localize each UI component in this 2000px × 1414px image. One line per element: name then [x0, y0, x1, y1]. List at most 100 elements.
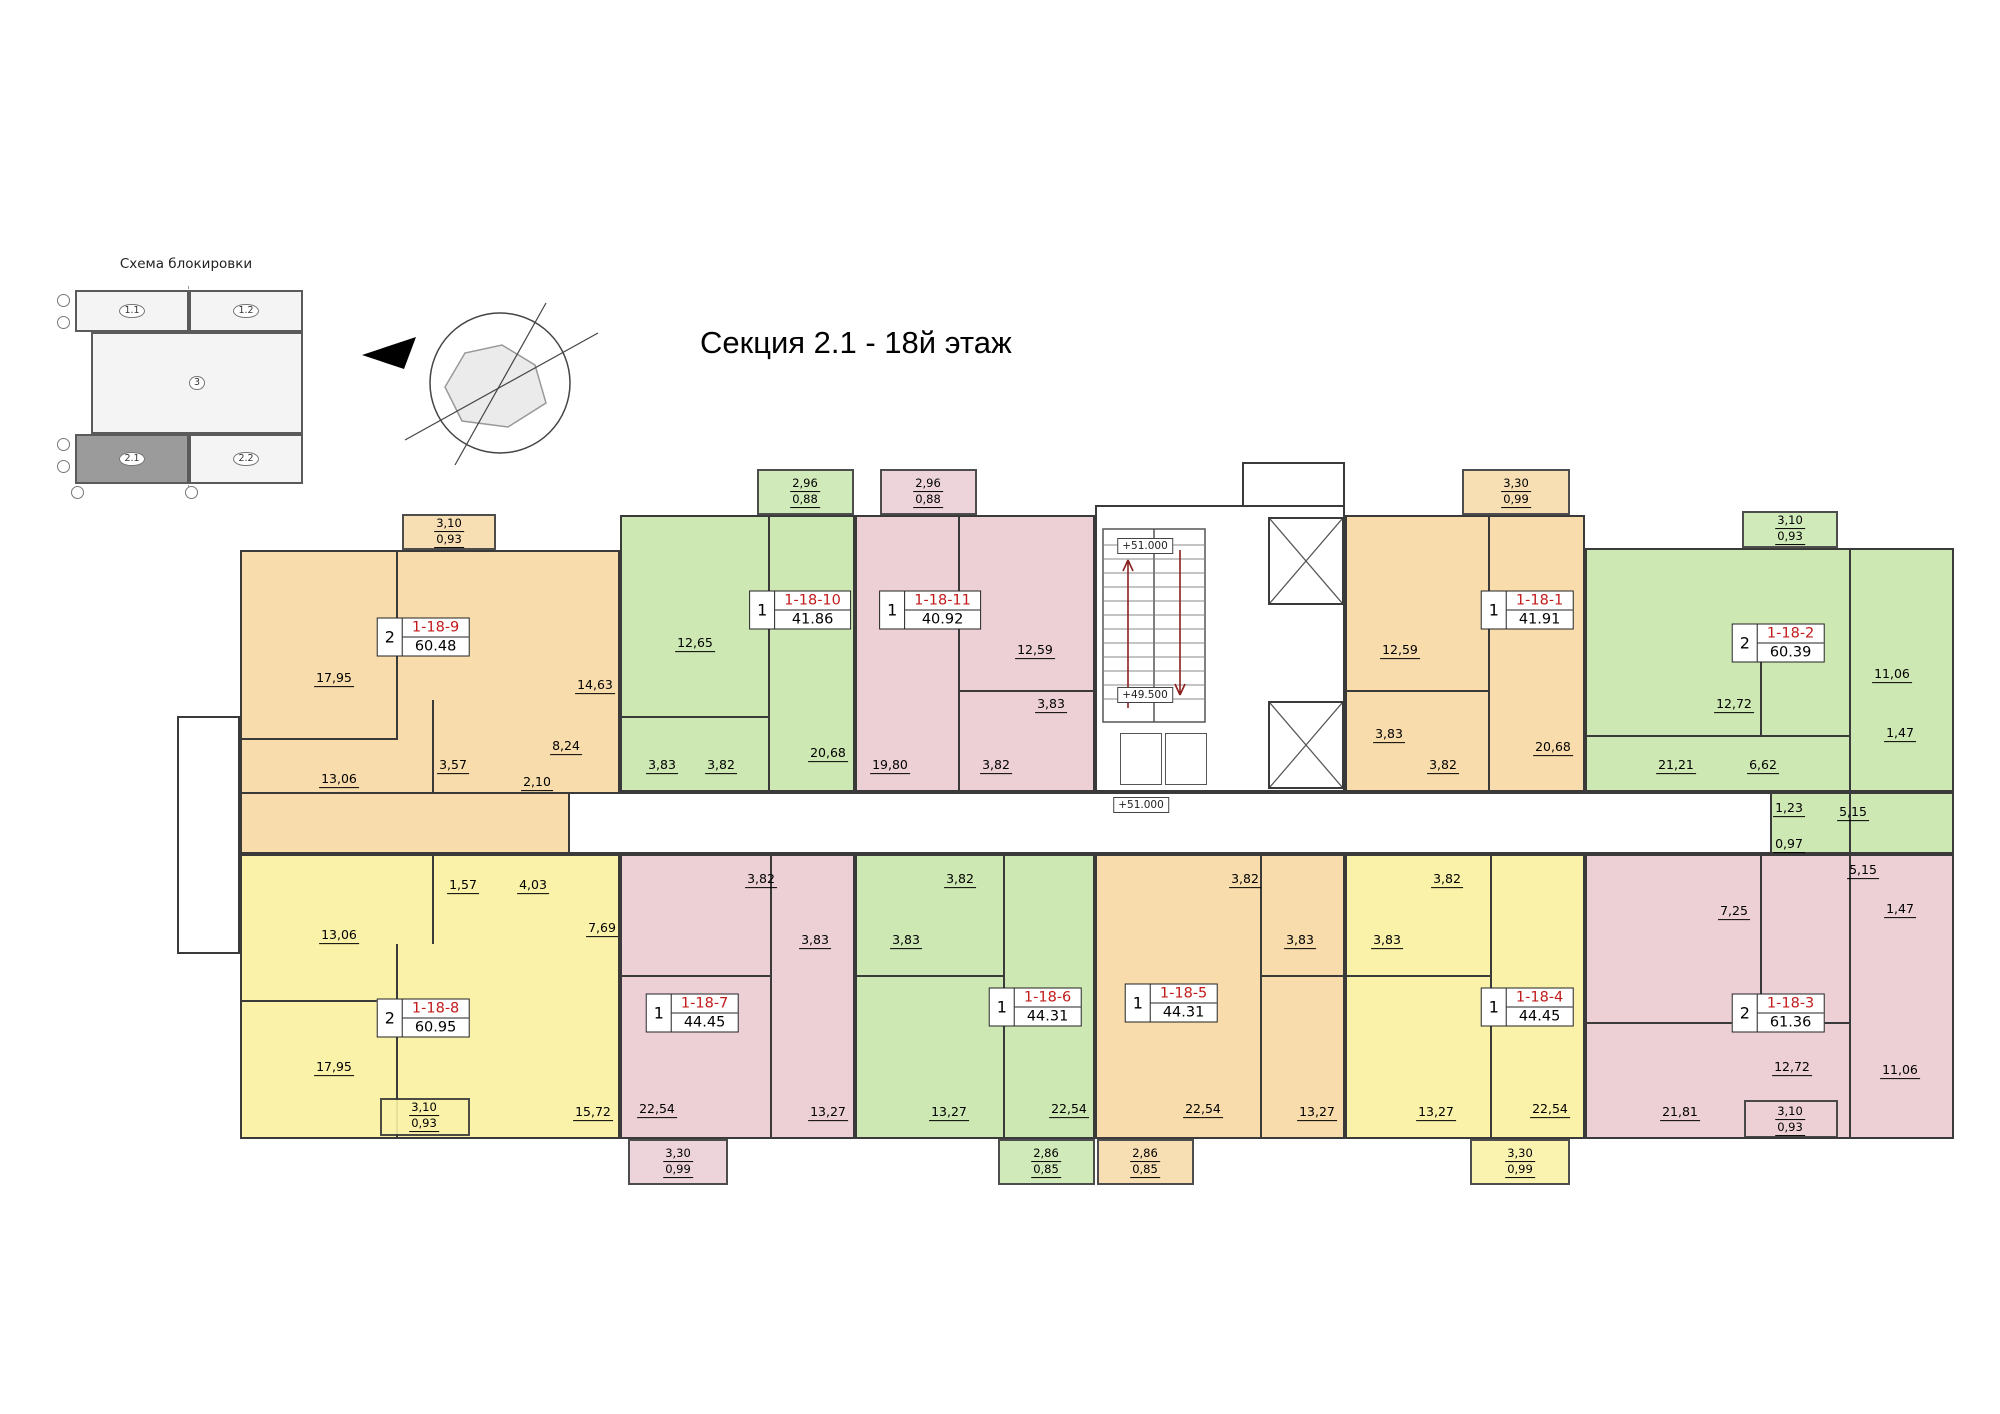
site-outline [444, 344, 547, 428]
balcony-area-value: 3,10 [1775, 513, 1805, 529]
balcony [380, 1098, 470, 1136]
room-area-label: 11,06 [1872, 666, 1912, 683]
balcony-reduced-area-value: 0,99 [663, 1162, 693, 1178]
left-balcony [177, 716, 240, 954]
apartment-id: 1-18-3 [1757, 995, 1824, 1014]
room-area-label: 21,21 [1656, 757, 1696, 774]
stair-down-arrow [1174, 550, 1186, 696]
room-area-label: 1,47 [1884, 725, 1916, 742]
balcony-reduced-area-value: 0,93 [1775, 1120, 1805, 1136]
room-area-label: 19,80 [870, 757, 910, 774]
apartment-area: 61.36 [1769, 1014, 1812, 1031]
balcony-reduced-area-value: 0,93 [409, 1116, 439, 1132]
room-area-label: 22,54 [1530, 1101, 1570, 1118]
room-area-label: 3,82 [705, 757, 737, 774]
room-area-label: 22,54 [1049, 1101, 1089, 1118]
interior-wall [1760, 854, 1762, 1022]
balcony-area-value: 3,10 [1775, 1104, 1805, 1120]
compass-circle [429, 312, 571, 454]
interior-wall [240, 1000, 398, 1002]
balcony-reduced-area-value: 0,93 [434, 532, 464, 548]
room-area-label: 3,57 [437, 757, 469, 774]
interior-wall [1760, 625, 1762, 735]
balcony-reduced-area-value: 0,88 [913, 492, 943, 508]
balcony [402, 514, 496, 550]
balcony [1744, 1100, 1838, 1138]
room-area-label: 22,54 [637, 1101, 677, 1118]
apartment-area: 44.45 [683, 1014, 726, 1031]
room-area-label: 3,83 [1284, 932, 1316, 949]
elevator-shaft-top [1242, 462, 1345, 507]
balcony [880, 469, 977, 515]
axis-marker [57, 294, 70, 307]
scheme-block-1.1: 1.1 [75, 290, 189, 332]
room-area-label: 3,82 [1229, 871, 1261, 888]
room-area-label: 7,69 [586, 920, 618, 937]
elevation-mark-corridor: +51.000 [1113, 797, 1169, 813]
elevator-2 [1268, 701, 1344, 789]
interior-wall [1345, 975, 1490, 977]
interior-wall [855, 975, 1003, 977]
balcony-area-value: 3,30 [1505, 1146, 1535, 1162]
room-area-label: 11,06 [1880, 1062, 1920, 1079]
balcony [1470, 1139, 1570, 1185]
balcony-area-value: 3,30 [1501, 476, 1531, 492]
apartment-id: 1-18-7 [671, 995, 738, 1014]
interior-wall [1849, 548, 1851, 854]
apartment-id: 1-18-2 [1757, 625, 1824, 644]
balcony-area-value: 2,86 [1130, 1146, 1160, 1162]
room-count: 2 [378, 618, 403, 656]
room-area-label: 5,15 [1837, 804, 1869, 821]
apartment-area: 44.45 [1518, 1008, 1561, 1025]
room-area-label: 13,27 [1297, 1104, 1337, 1121]
balcony [998, 1139, 1095, 1185]
axis-marker [57, 316, 70, 329]
balcony-reduced-area-value: 0,85 [1130, 1162, 1160, 1178]
interior-wall [960, 690, 1095, 692]
balcony-area-value: 3,30 [663, 1146, 693, 1162]
room-count: 1 [1126, 984, 1151, 1022]
north-compass [362, 302, 599, 466]
interior-wall [770, 854, 772, 1139]
scheme-block-label: 3 [188, 375, 206, 391]
room-area-label: 3,82 [1427, 757, 1459, 774]
room-area-label: 12,72 [1772, 1059, 1812, 1076]
apartment-area: 41.86 [791, 611, 834, 628]
interior-wall [1345, 690, 1488, 692]
balcony-area-value: 3,10 [409, 1100, 439, 1116]
interior-wall [1260, 975, 1345, 977]
axis-marker [57, 438, 70, 451]
room-area-label: 3,83 [799, 932, 831, 949]
balcony [628, 1139, 728, 1185]
interior-wall [1260, 854, 1262, 1139]
scheme-block-label: 1.2 [233, 303, 259, 319]
axis-marker [71, 486, 84, 499]
apartment-area: 41.91 [1518, 611, 1561, 628]
apartment-area: 44.31 [1162, 1004, 1205, 1021]
north-arrow-icon [362, 337, 416, 369]
interior-wall [240, 738, 398, 740]
room-area-label: 0,97 [1773, 836, 1805, 853]
balcony-area-value: 2,96 [790, 476, 820, 492]
room-area-label: 12,59 [1380, 642, 1420, 659]
elevation-mark-top: +51.000 [1117, 538, 1173, 554]
apartment-id: 1-18-4 [1506, 989, 1573, 1008]
interior-wall [1585, 735, 1851, 737]
interior-wall [432, 700, 434, 794]
